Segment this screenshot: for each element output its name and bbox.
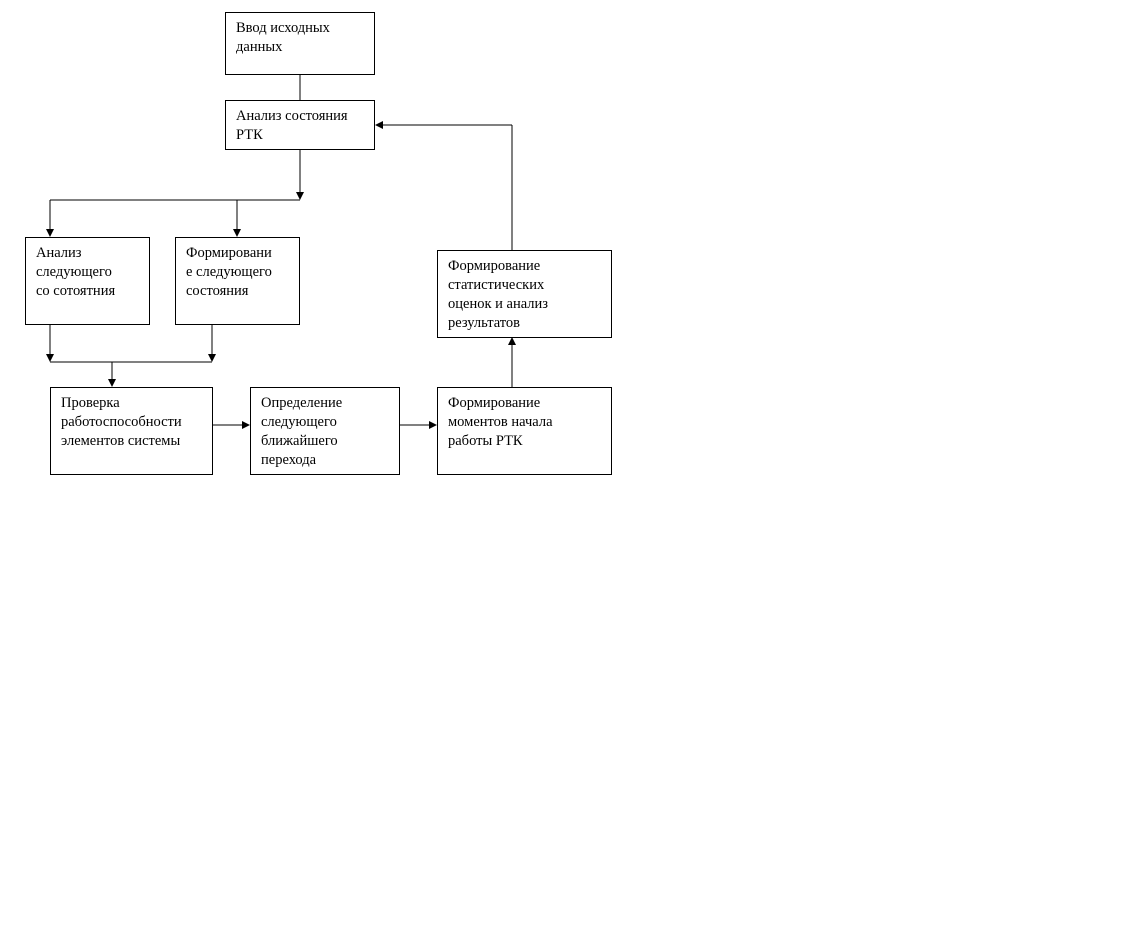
arrowhead-analysis-down [296, 192, 304, 200]
arrowhead-split-right [233, 229, 241, 237]
box-analyze-next-state: Анализ следующего со сотоятния [25, 237, 150, 325]
arrowhead-merge-left [46, 354, 54, 362]
arrowhead-feedback-left [375, 121, 383, 129]
arrowhead-check-to-determine [242, 421, 250, 429]
arrowhead-merge-right [208, 354, 216, 362]
box-determine-next-transition: Определение следующего ближайшего перехо… [250, 387, 400, 475]
arrowhead-split-left [46, 229, 54, 237]
arrowhead-moments-to-statistics [508, 337, 516, 345]
box-form-statistics: Формирование статистических оценок и ана… [437, 250, 612, 338]
arrowhead-determine-to-moments [429, 421, 437, 429]
box-form-start-moments: Формирование моментов начала работы РТК [437, 387, 612, 475]
box-form-next-state: Формировани е следующего состояния [175, 237, 300, 325]
box-check-elements: Проверка работоспособности элементов сис… [50, 387, 213, 475]
arrowhead-merge-down [108, 379, 116, 387]
box-analyze-rtk-state: Анализ состояния РТК [225, 100, 375, 150]
box-input-data: Ввод исходных данных [225, 12, 375, 75]
